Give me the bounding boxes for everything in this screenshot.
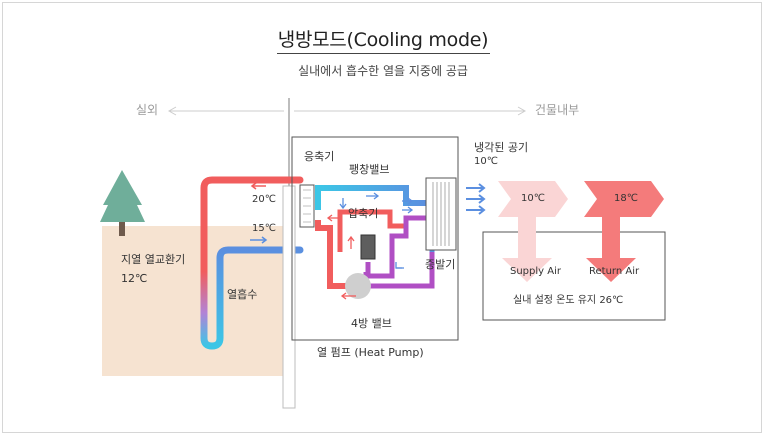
outdoor-label: 실외 bbox=[136, 103, 159, 117]
refrigerant-hot-line bbox=[315, 220, 346, 289]
title-underline bbox=[277, 53, 490, 54]
cooled-air-temp: 10℃ bbox=[474, 156, 498, 167]
return-air-label: Return Air bbox=[589, 266, 640, 277]
flow-arrow-icon bbox=[339, 198, 404, 269]
loop-return-temp: 20℃ bbox=[252, 194, 276, 205]
wall-plate bbox=[282, 185, 296, 409]
supply-air-label: Supply Air bbox=[510, 266, 561, 277]
compressor-label: 압축기 bbox=[348, 207, 379, 220]
flow-arrow-icon bbox=[326, 214, 356, 300]
compressor bbox=[360, 234, 376, 260]
ground-loop-hot-pipe bbox=[200, 176, 304, 350]
page-title: 냉방모드(Cooling mode) bbox=[277, 29, 489, 51]
ground-temp-label: 12℃ bbox=[121, 272, 148, 285]
return-air-temp: 18℃ bbox=[614, 193, 638, 204]
refrigerant-cold-line bbox=[315, 185, 426, 210]
loop-supply-temp: 15℃ bbox=[252, 223, 276, 234]
condenser-label: 응축기 bbox=[304, 150, 335, 163]
heat-absorb-label: 열흡수 bbox=[227, 288, 258, 301]
supply-arrow-icon bbox=[250, 236, 268, 244]
return-air-arrow bbox=[584, 181, 664, 282]
refrigerant-line-left bbox=[337, 209, 406, 252]
evaporator-label: 증발기 bbox=[425, 258, 456, 271]
room-setpoint-label: 실내 설정 온도 유지 26℃ bbox=[513, 295, 624, 306]
flow-arrow-icon bbox=[366, 192, 414, 214]
cooled-air-arrow-icon bbox=[466, 183, 486, 215]
room-box bbox=[482, 231, 666, 321]
cooled-air-label: 냉각된 공기 bbox=[474, 141, 529, 154]
page-subtitle: 실내에서 흡수한 열을 지중에 공급 bbox=[298, 64, 468, 78]
refrigerant-line-purple-2 bbox=[363, 252, 435, 289]
tree-icon bbox=[100, 170, 145, 236]
return-arrow-icon bbox=[250, 182, 266, 190]
ground-loop-cold-pipe bbox=[208, 246, 304, 350]
four-way-valve bbox=[345, 273, 371, 299]
heat-pump-label: 열 펌프 (Heat Pump) bbox=[317, 346, 424, 359]
supply-air-arrow bbox=[498, 181, 568, 282]
supply-air-temp: 10℃ bbox=[521, 193, 545, 204]
diagram-frame bbox=[2, 2, 762, 433]
ground-exchanger-label: 지열 열교환기 bbox=[121, 253, 186, 266]
four-way-valve-label: 4방 밸브 bbox=[351, 317, 392, 330]
indoor-label: 건물내부 bbox=[535, 103, 580, 117]
heat-pump-box bbox=[291, 136, 459, 341]
expansion-valve-label: 팽창밸브 bbox=[349, 163, 390, 176]
